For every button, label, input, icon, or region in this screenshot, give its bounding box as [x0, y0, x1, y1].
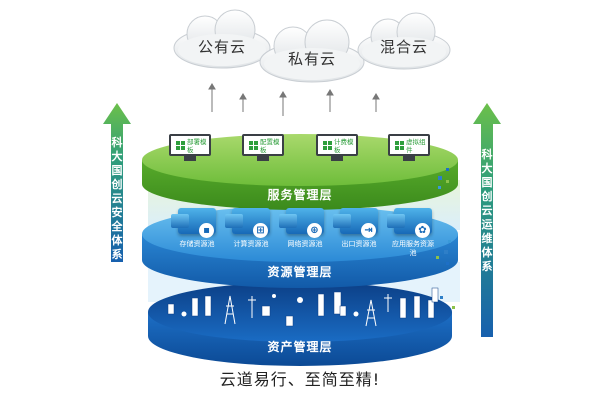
- grid-apps-icon: ⊞: [253, 223, 268, 238]
- resource-pool-label: 存储资源池: [179, 240, 215, 248]
- cloud-public-shape: [173, 9, 271, 69]
- module-grid-icon: [323, 141, 332, 150]
- cluster-icon: ✿: [415, 223, 430, 238]
- module-grid-icon: [249, 141, 258, 150]
- cloud-private-shape: [259, 19, 365, 83]
- resource-pool-storage: ▪ 存储资源池: [171, 208, 221, 249]
- resource-layer-label: 资源管理层: [267, 265, 333, 279]
- service-module-virtual: 虚拟组件: [388, 134, 430, 161]
- globe-icon: ⊕: [307, 223, 322, 238]
- asset-devices: [167, 287, 439, 327]
- resource-pool-label: 计算资源池: [233, 240, 269, 248]
- cloud-private-label: 私有云: [287, 50, 336, 68]
- resource-pool-label: 网络资源池: [287, 240, 323, 248]
- service-module-label: 配置模板: [260, 138, 280, 154]
- security-system-label: 科大国创云安全体系: [111, 136, 123, 261]
- right-pillar-arrow: [473, 103, 501, 337]
- left-pillar-arrow: [103, 103, 131, 262]
- upward-arrows: [208, 83, 380, 116]
- service-layer-disc: [142, 134, 458, 210]
- cloud-hybrid-shape: [357, 12, 451, 70]
- slogan-text: 云道易行、至简至精!: [219, 370, 381, 389]
- cloud-hybrid-label: 混合云: [379, 38, 428, 56]
- resource-pool-label: 出口资源池: [341, 240, 377, 248]
- cloud-public-label: 公有云: [197, 38, 246, 56]
- resource-layer-disc: [142, 206, 458, 288]
- resource-pool-application: ✿ 应用服务资源池: [387, 208, 437, 258]
- service-module-config: 配置模板: [242, 134, 284, 161]
- resource-pool-compute: ⊞ 计算资源池: [225, 208, 275, 249]
- service-layer-label: 服务管理层: [267, 188, 333, 202]
- service-module-label: 虚拟组件: [406, 138, 426, 154]
- module-grid-icon: [395, 141, 404, 150]
- service-module-deploy: 部署模板: [169, 134, 211, 161]
- asset-layer-label: 资产管理层: [267, 340, 333, 354]
- service-module-label: 计费模板: [334, 138, 354, 154]
- module-grid-icon: [176, 141, 185, 150]
- resource-pool-network: ⊕ 网络资源池: [279, 208, 329, 249]
- floppy-disk-icon: ▪: [199, 223, 214, 238]
- service-module-label: 部署模板: [187, 138, 207, 154]
- resource-pool-label: 应用服务资源池: [392, 240, 434, 257]
- exit-icon: ⇥: [361, 223, 376, 238]
- resource-pool-egress: ⇥ 出口资源池: [333, 208, 383, 249]
- operations-system-label: 科大国创云运维体系: [481, 148, 493, 273]
- service-module-billing: 计费模板: [316, 134, 358, 161]
- decorative-dots: [436, 168, 455, 309]
